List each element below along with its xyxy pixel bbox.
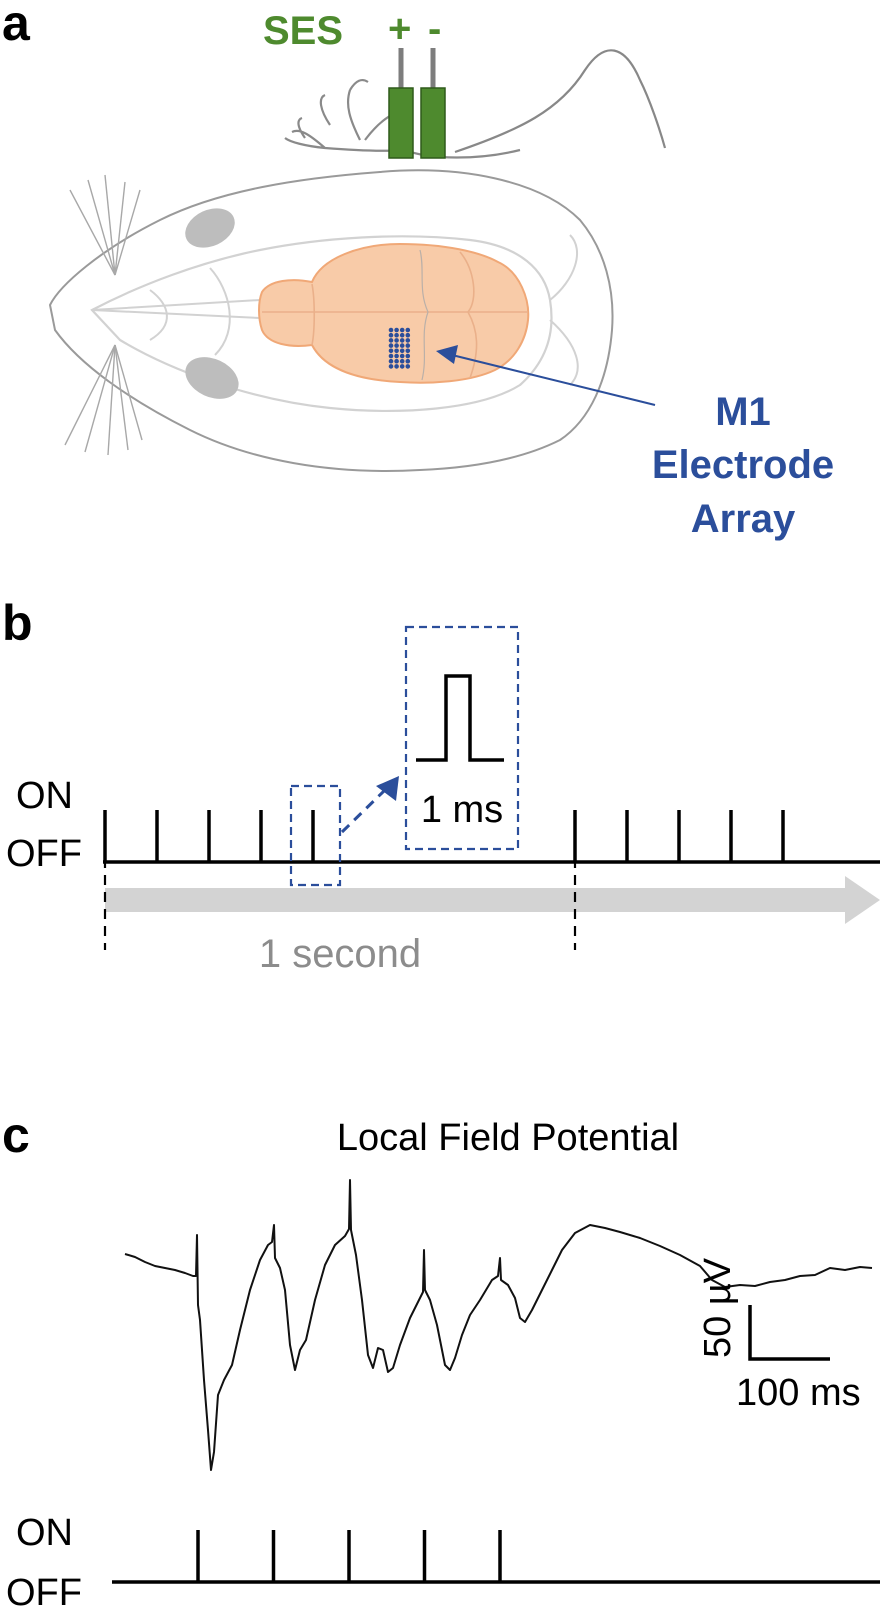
rat-skull [90, 235, 553, 412]
rat-forelimb [404, 148, 521, 159]
panel-c-off-label: OFF [6, 1572, 82, 1614]
array-electrode-dot [394, 338, 399, 343]
array-label-array: Array [691, 497, 796, 541]
ses-plus-label: + [388, 7, 411, 51]
array-electrode-dot [388, 343, 394, 348]
ses-minus-electrode [420, 87, 446, 159]
panel-b-pulse-train [103, 810, 785, 862]
panel-b-on-label: ON [16, 775, 73, 817]
array-electrode-dot [399, 348, 405, 354]
pulse-width-label: 1 ms [421, 789, 503, 831]
zoom-arrow-head [376, 776, 399, 801]
array-electrode-dot [405, 353, 411, 359]
array-electrode-dot [405, 332, 411, 338]
array-electrode-dot [388, 332, 394, 338]
time-arrow-head [845, 876, 880, 924]
array-electrode-dot [405, 343, 411, 348]
array-electrode-dot [388, 353, 394, 359]
array-label-m1: M1 [715, 390, 771, 434]
array-pointer-line [451, 354, 656, 406]
whiskers [64, 174, 143, 456]
array-electrode-dot [388, 358, 394, 364]
pulse-shape [416, 674, 504, 762]
array-electrode-dot [399, 353, 405, 359]
ses-label: SES [263, 9, 343, 53]
skull-arches [149, 267, 231, 356]
m1-electrode-array [388, 327, 411, 369]
ses-plus-electrode [388, 87, 414, 159]
panel-b-off-label: OFF [6, 833, 82, 875]
array-electrode-dot [399, 343, 405, 348]
array-electrode-dot [388, 338, 394, 343]
array-electrode-dot [388, 348, 394, 354]
brain-cerebellum-sulcus [459, 251, 478, 379]
array-electrode-dot [394, 358, 399, 364]
array-electrode-dot [399, 332, 405, 338]
skull-nasal [91, 299, 261, 319]
array-electrode-dot [405, 338, 411, 343]
pulse-highlight-box [289, 784, 342, 887]
panel-c-on-label: ON [16, 1512, 73, 1554]
brain [258, 242, 530, 384]
array-electrode-dot [388, 364, 394, 369]
panel-a-letter: a [2, 0, 31, 51]
brain-shape [258, 242, 530, 384]
period-label: 1 second [259, 932, 421, 976]
array-electrode-dot [394, 364, 399, 369]
lfp-title: Local Field Potential [337, 1117, 679, 1159]
array-electrode-dot [399, 358, 405, 364]
array-electrode-dot [394, 353, 399, 359]
array-electrode-dot [394, 348, 399, 354]
rat-tail [454, 49, 667, 154]
array-electrode-dot [405, 364, 411, 369]
ses-minus-label: - [428, 7, 441, 51]
pulse-zoom-inset [404, 625, 520, 851]
array-electrode-dot [405, 358, 411, 364]
zoom-arrow-line [340, 788, 387, 834]
ses-electrodes [388, 48, 446, 159]
array-electrode-dot [388, 327, 394, 333]
array-electrode-dot [405, 327, 411, 333]
skull-occipital [549, 234, 579, 386]
lfp-trace [124, 1179, 873, 1471]
array-pointer-arrowhead [436, 345, 458, 364]
panel-c-letter: c [2, 1107, 30, 1163]
brain-bulb-sulcus [311, 283, 316, 346]
right-eye [185, 357, 239, 399]
array-electrode-dot [399, 327, 405, 333]
array-electrode-dot [399, 338, 405, 343]
time-arrow-body [105, 888, 850, 912]
array-electrode-dot [399, 364, 405, 369]
array-electrode-dot [394, 343, 399, 348]
array-electrode-dot [394, 327, 399, 333]
brain-suture [419, 249, 429, 381]
array-electrode-dot [394, 332, 399, 338]
rat-paw [284, 79, 411, 152]
panel-b-letter: b [2, 595, 33, 651]
array-electrode-dot [405, 348, 411, 354]
array-label-electrode: Electrode [652, 443, 834, 487]
scale-x-label: 100 ms [736, 1372, 861, 1414]
scale-y-label: 50 µV [697, 1257, 739, 1358]
panel-c-pulse-train [196, 1530, 502, 1582]
scale-bar [748, 1305, 830, 1361]
left-eye [185, 208, 235, 248]
